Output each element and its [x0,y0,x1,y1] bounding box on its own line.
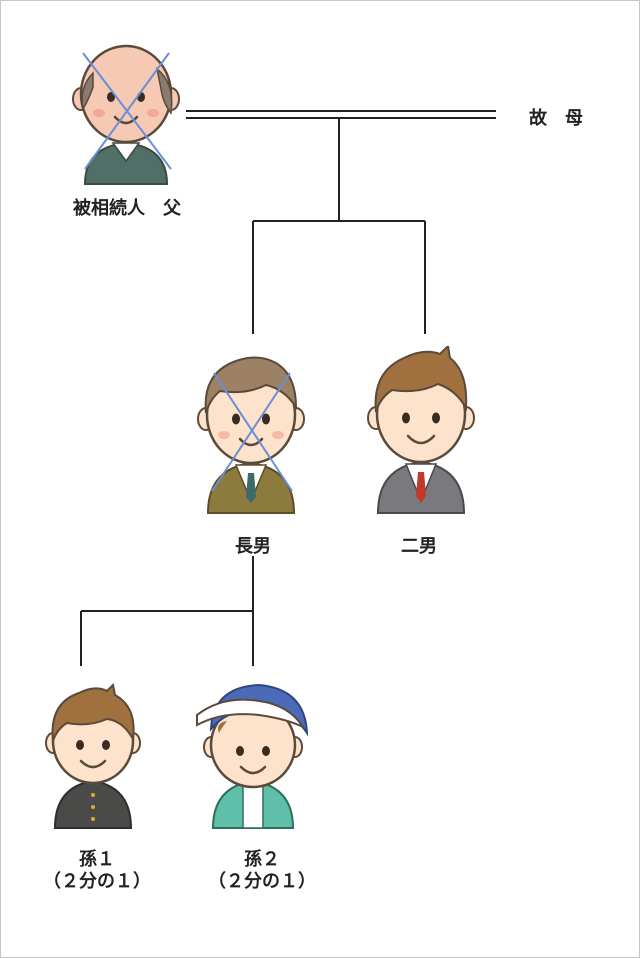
grandchild2-label: 孫２ （２分の１） [208,849,316,893]
grandchild1-label: 孫１ （２分の１） [43,849,151,893]
grandchild2-name: 孫２ [244,849,280,870]
son1-label: 長男 [235,536,271,557]
father-label: 被相続人 父 [73,198,181,219]
son2-label: 二男 [401,536,437,557]
grandchild2-share: （２分の１） [208,871,316,892]
grandchild1-share: （２分の１） [43,871,151,892]
man-olive-suit-icon [197,356,305,514]
boy-school-uniform-icon [45,683,141,829]
elderly-man-icon [72,44,180,185]
mother-label: 故 母 [529,108,583,129]
boy-cap-jacket-icon [196,683,309,829]
man-gray-suit-icon [367,346,475,514]
grandchild1-name: 孫１ [79,849,115,870]
